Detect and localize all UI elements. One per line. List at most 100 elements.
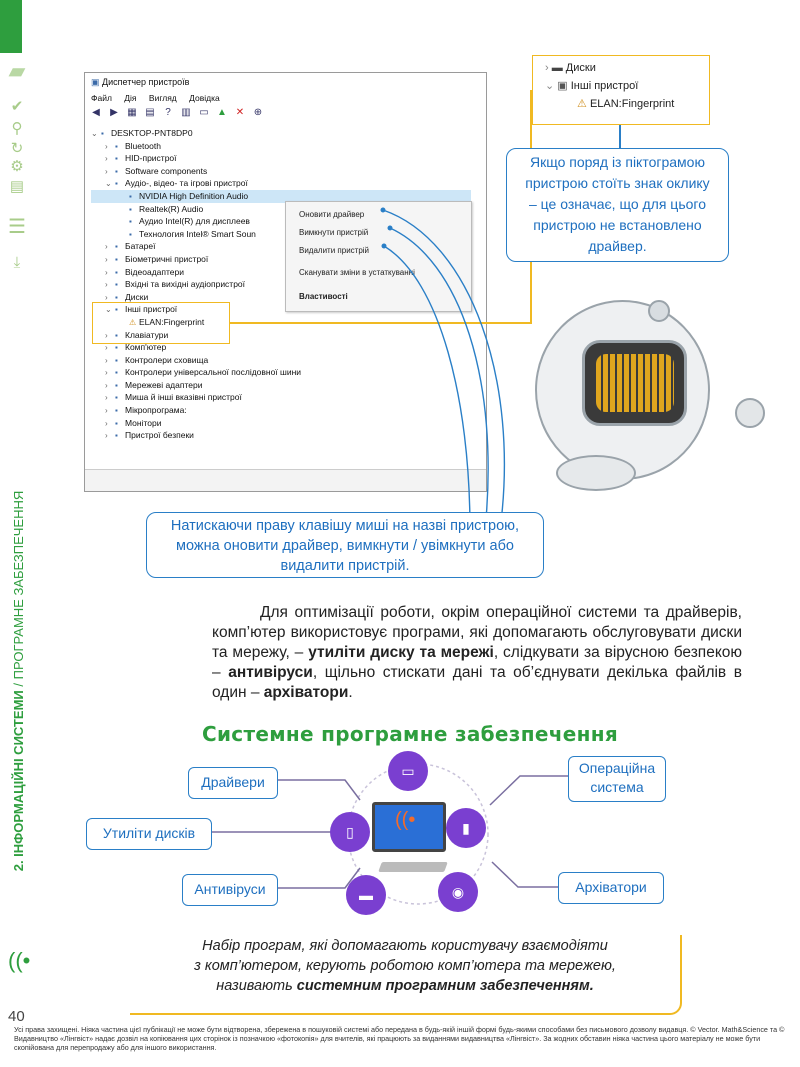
tree-item[interactable]: ▪NVIDIA High Definition Audio bbox=[91, 189, 471, 203]
chevron-right-icon[interactable]: › bbox=[105, 166, 108, 176]
chevron-right-icon[interactable]: › bbox=[105, 406, 108, 416]
tree-item[interactable]: ▪Технология Intel® Smart Soun bbox=[91, 228, 471, 241]
chevron-right-icon[interactable]: › bbox=[105, 393, 108, 403]
chevron-right-icon[interactable]: › bbox=[105, 330, 108, 340]
keyboard-icon bbox=[378, 862, 448, 872]
menu-view[interactable]: Вигляд bbox=[148, 93, 177, 103]
view-icon[interactable]: ▥ bbox=[181, 107, 191, 118]
chevron-right-icon[interactable]: › bbox=[105, 292, 108, 302]
tree-item[interactable]: ›▪Батареї bbox=[91, 240, 471, 253]
device-icon: ▪ bbox=[115, 267, 118, 277]
unknown-device-icon: ▣ bbox=[557, 80, 568, 92]
menu-item-scan-hardware[interactable]: Сканувати зміни в устаткуванні bbox=[299, 268, 415, 277]
chevron-down-icon[interactable]: ⌄ bbox=[105, 179, 112, 189]
back-icon[interactable]: ◀ bbox=[92, 107, 100, 118]
menu-item-properties[interactable]: Властивості bbox=[299, 292, 348, 301]
menu-item-remove-device[interactable]: Видалити пристрій bbox=[299, 246, 370, 255]
tree-item[interactable]: ⌄▪Інші пристрої bbox=[91, 303, 471, 316]
menu-action[interactable]: Дія bbox=[124, 93, 137, 103]
chevron-right-icon[interactable]: › bbox=[105, 431, 108, 441]
tree-item[interactable]: ›▪Пристрої безпеки bbox=[91, 429, 471, 442]
device-icon: ▪ bbox=[115, 355, 118, 365]
chevron-right-icon[interactable]: › bbox=[105, 380, 108, 390]
tree-item-label: Клавіатури bbox=[125, 329, 169, 340]
device-icon: ▪ bbox=[115, 343, 118, 353]
delete-icon[interactable]: ✕ bbox=[235, 107, 245, 118]
device-icon: ▪ bbox=[115, 406, 118, 416]
term-system-software: системним програмним забезпеченням bbox=[296, 978, 590, 994]
menu-file[interactable]: Файл bbox=[91, 93, 112, 103]
tree-item[interactable]: ›▪Software components bbox=[91, 165, 471, 178]
chevron-right-icon[interactable]: › bbox=[105, 242, 108, 252]
tree-item-label: Комп'ютер bbox=[125, 342, 167, 353]
tree-item[interactable]: ›▪Монітори bbox=[91, 417, 471, 430]
chevron-right-icon[interactable]: › bbox=[105, 418, 108, 428]
chevron-right-icon[interactable]: › bbox=[105, 141, 108, 151]
update-driver-icon[interactable]: ▲ bbox=[217, 107, 227, 118]
download-icon: ⤓ bbox=[13, 254, 21, 271]
page-number: 40 bbox=[8, 1008, 25, 1025]
tree-item[interactable]: › ▪ Контролери універсальної послідовної ш… bbox=[91, 366, 471, 379]
para-text: . bbox=[348, 684, 353, 701]
tree-item-label: Вхідні та вихідні аудіопристрої bbox=[125, 279, 246, 290]
section-color-tab bbox=[0, 0, 22, 53]
chevron-right-icon[interactable]: › bbox=[105, 368, 108, 378]
definition-box-border bbox=[130, 935, 682, 1015]
tree-item-label: Контролери універсальної послідовної шин… bbox=[125, 367, 302, 378]
chevron-right-icon[interactable]: › bbox=[105, 267, 108, 277]
forward-icon[interactable]: ▶ bbox=[110, 107, 118, 118]
tree-item[interactable]: ▪Realtek(R) Audio bbox=[91, 203, 471, 216]
tree-item[interactable]: ›▪HID-пристрої bbox=[91, 152, 471, 165]
menu-item-disable-device[interactable]: Вимкнути пристрій bbox=[299, 228, 369, 237]
menu-help[interactable]: Довідка bbox=[189, 93, 220, 103]
connector-line bbox=[230, 322, 532, 324]
device-icon: ▪ bbox=[115, 330, 118, 340]
tree-item[interactable]: ⌄▪Аудіо-, відео- та ігрові пристрої bbox=[91, 177, 471, 190]
tree-item-label: Відеоадаптери bbox=[125, 266, 184, 277]
tree-item[interactable]: › ▪ Відеоадаптери bbox=[91, 266, 471, 279]
tree-item[interactable]: › ▪ Клавіатури bbox=[91, 329, 471, 342]
para-text: , щільно стискати дані та об’єднувати де… bbox=[212, 664, 742, 701]
menu-item-update-driver[interactable]: Оновити драйвер bbox=[299, 210, 365, 219]
tree-item[interactable]: ▪Аудио Intel(R) для дисплеев bbox=[91, 215, 471, 228]
help-icon[interactable]: ? bbox=[165, 107, 171, 118]
tree-item-label: Realtek(R) Audio bbox=[139, 203, 204, 214]
tree-item[interactable]: ⌄▪DESKTOP-PNT8DP0 bbox=[91, 127, 471, 140]
document-icon: ▤ bbox=[9, 178, 25, 195]
device-icon: ▪ bbox=[115, 368, 118, 378]
tree-item[interactable]: ›▪Контролери сховища bbox=[91, 354, 471, 367]
chevron-down-icon[interactable]: ⌄ bbox=[91, 129, 98, 138]
drive-icon: ▬ bbox=[551, 62, 563, 74]
tree-item[interactable]: ⚠ELAN:Fingerprint bbox=[91, 316, 471, 329]
definition-text-part: . bbox=[589, 978, 594, 994]
tree-item[interactable]: ›▪Мережеві адаптери bbox=[91, 379, 471, 392]
wifi-icon: ☰ bbox=[8, 216, 26, 238]
chevron-right-icon[interactable]: › bbox=[105, 343, 108, 353]
chevron-down-icon[interactable]: ⌄ bbox=[105, 305, 112, 315]
device-icon: ▪ bbox=[115, 292, 118, 302]
chevron-right-icon[interactable]: › bbox=[105, 355, 108, 365]
definition-text-part: називають bbox=[216, 978, 293, 994]
tree-item[interactable]: ›▪Bluetooth bbox=[91, 140, 471, 153]
chevron-right-icon[interactable]: › bbox=[105, 154, 108, 164]
chevron-right-icon[interactable]: › bbox=[105, 254, 108, 264]
device-icon: ▪ bbox=[115, 254, 118, 264]
device-manager-icon: ▣ bbox=[91, 77, 100, 87]
tree-item-label: Bluetooth bbox=[125, 140, 161, 151]
tree-item-label: Інші пристрої bbox=[125, 304, 178, 315]
laptop-icon: ▭ bbox=[388, 751, 428, 791]
robot-hand bbox=[735, 398, 765, 428]
tree-item[interactable]: ›▪Диски bbox=[91, 291, 471, 304]
properties-icon[interactable]: ▦ bbox=[127, 107, 137, 118]
wifi-icon: ((• bbox=[8, 948, 31, 973]
chevron-right-icon[interactable]: › bbox=[105, 280, 108, 290]
tree-item[interactable]: ›▪Вхідні та вихідні аудіопристрої bbox=[91, 278, 471, 291]
tree-item[interactable]: ›▪Миша й інші вказівні пристрої bbox=[91, 391, 471, 404]
download-icon[interactable]: ⊕ bbox=[253, 107, 263, 118]
monitor-icon[interactable]: ▭ bbox=[199, 107, 209, 118]
label-operating-system: Операційна система bbox=[568, 756, 666, 802]
tree-item[interactable]: ›▪Біометричні пристрої bbox=[91, 253, 471, 266]
show-icon[interactable]: ▤ bbox=[145, 107, 155, 118]
tree-item[interactable]: › ▪ Комп'ютер bbox=[91, 341, 471, 354]
tree-item[interactable]: ›▪Мікропрограма: bbox=[91, 404, 471, 417]
